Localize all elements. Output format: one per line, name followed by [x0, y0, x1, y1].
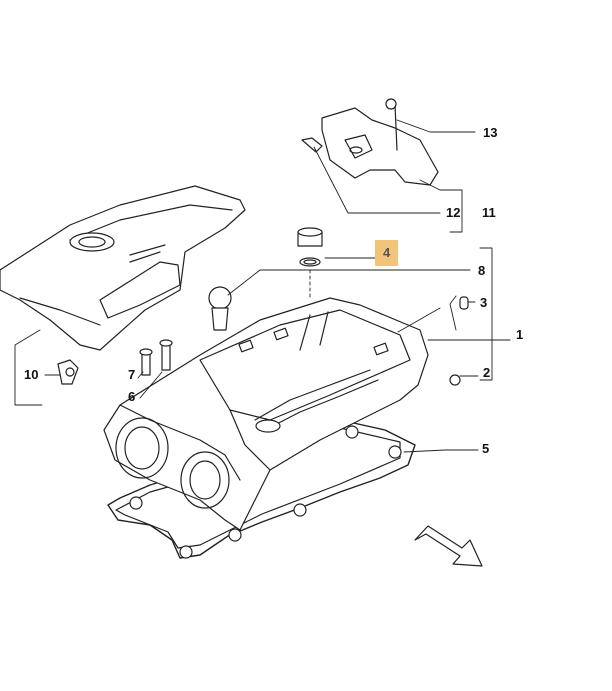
callout-1: 1	[516, 327, 524, 342]
engine-cover	[0, 185, 246, 351]
screws	[139, 339, 173, 376]
oil-filler-cap	[297, 227, 323, 267]
clip-part	[57, 359, 79, 385]
mounting-bracket	[301, 98, 439, 186]
cylinder-head-cover	[103, 297, 429, 531]
callout-6: 6	[128, 389, 136, 404]
callout-13: 13	[483, 125, 498, 140]
callout-2: 2	[483, 365, 491, 380]
callout-8: 8	[478, 263, 486, 278]
callout-12: 12	[446, 205, 461, 220]
callout-3: 3	[480, 295, 488, 310]
small-parts	[449, 296, 469, 386]
callout-5: 5	[482, 441, 490, 456]
callout-10: 10	[24, 367, 39, 382]
callout-4-highlighted[interactable]: 4	[375, 240, 399, 266]
direction-arrow-icon	[414, 525, 483, 567]
callout-7: 7	[128, 367, 136, 382]
leader-lines	[14, 119, 511, 453]
callout-11: 11	[482, 205, 496, 220]
ball-stud	[208, 286, 232, 331]
